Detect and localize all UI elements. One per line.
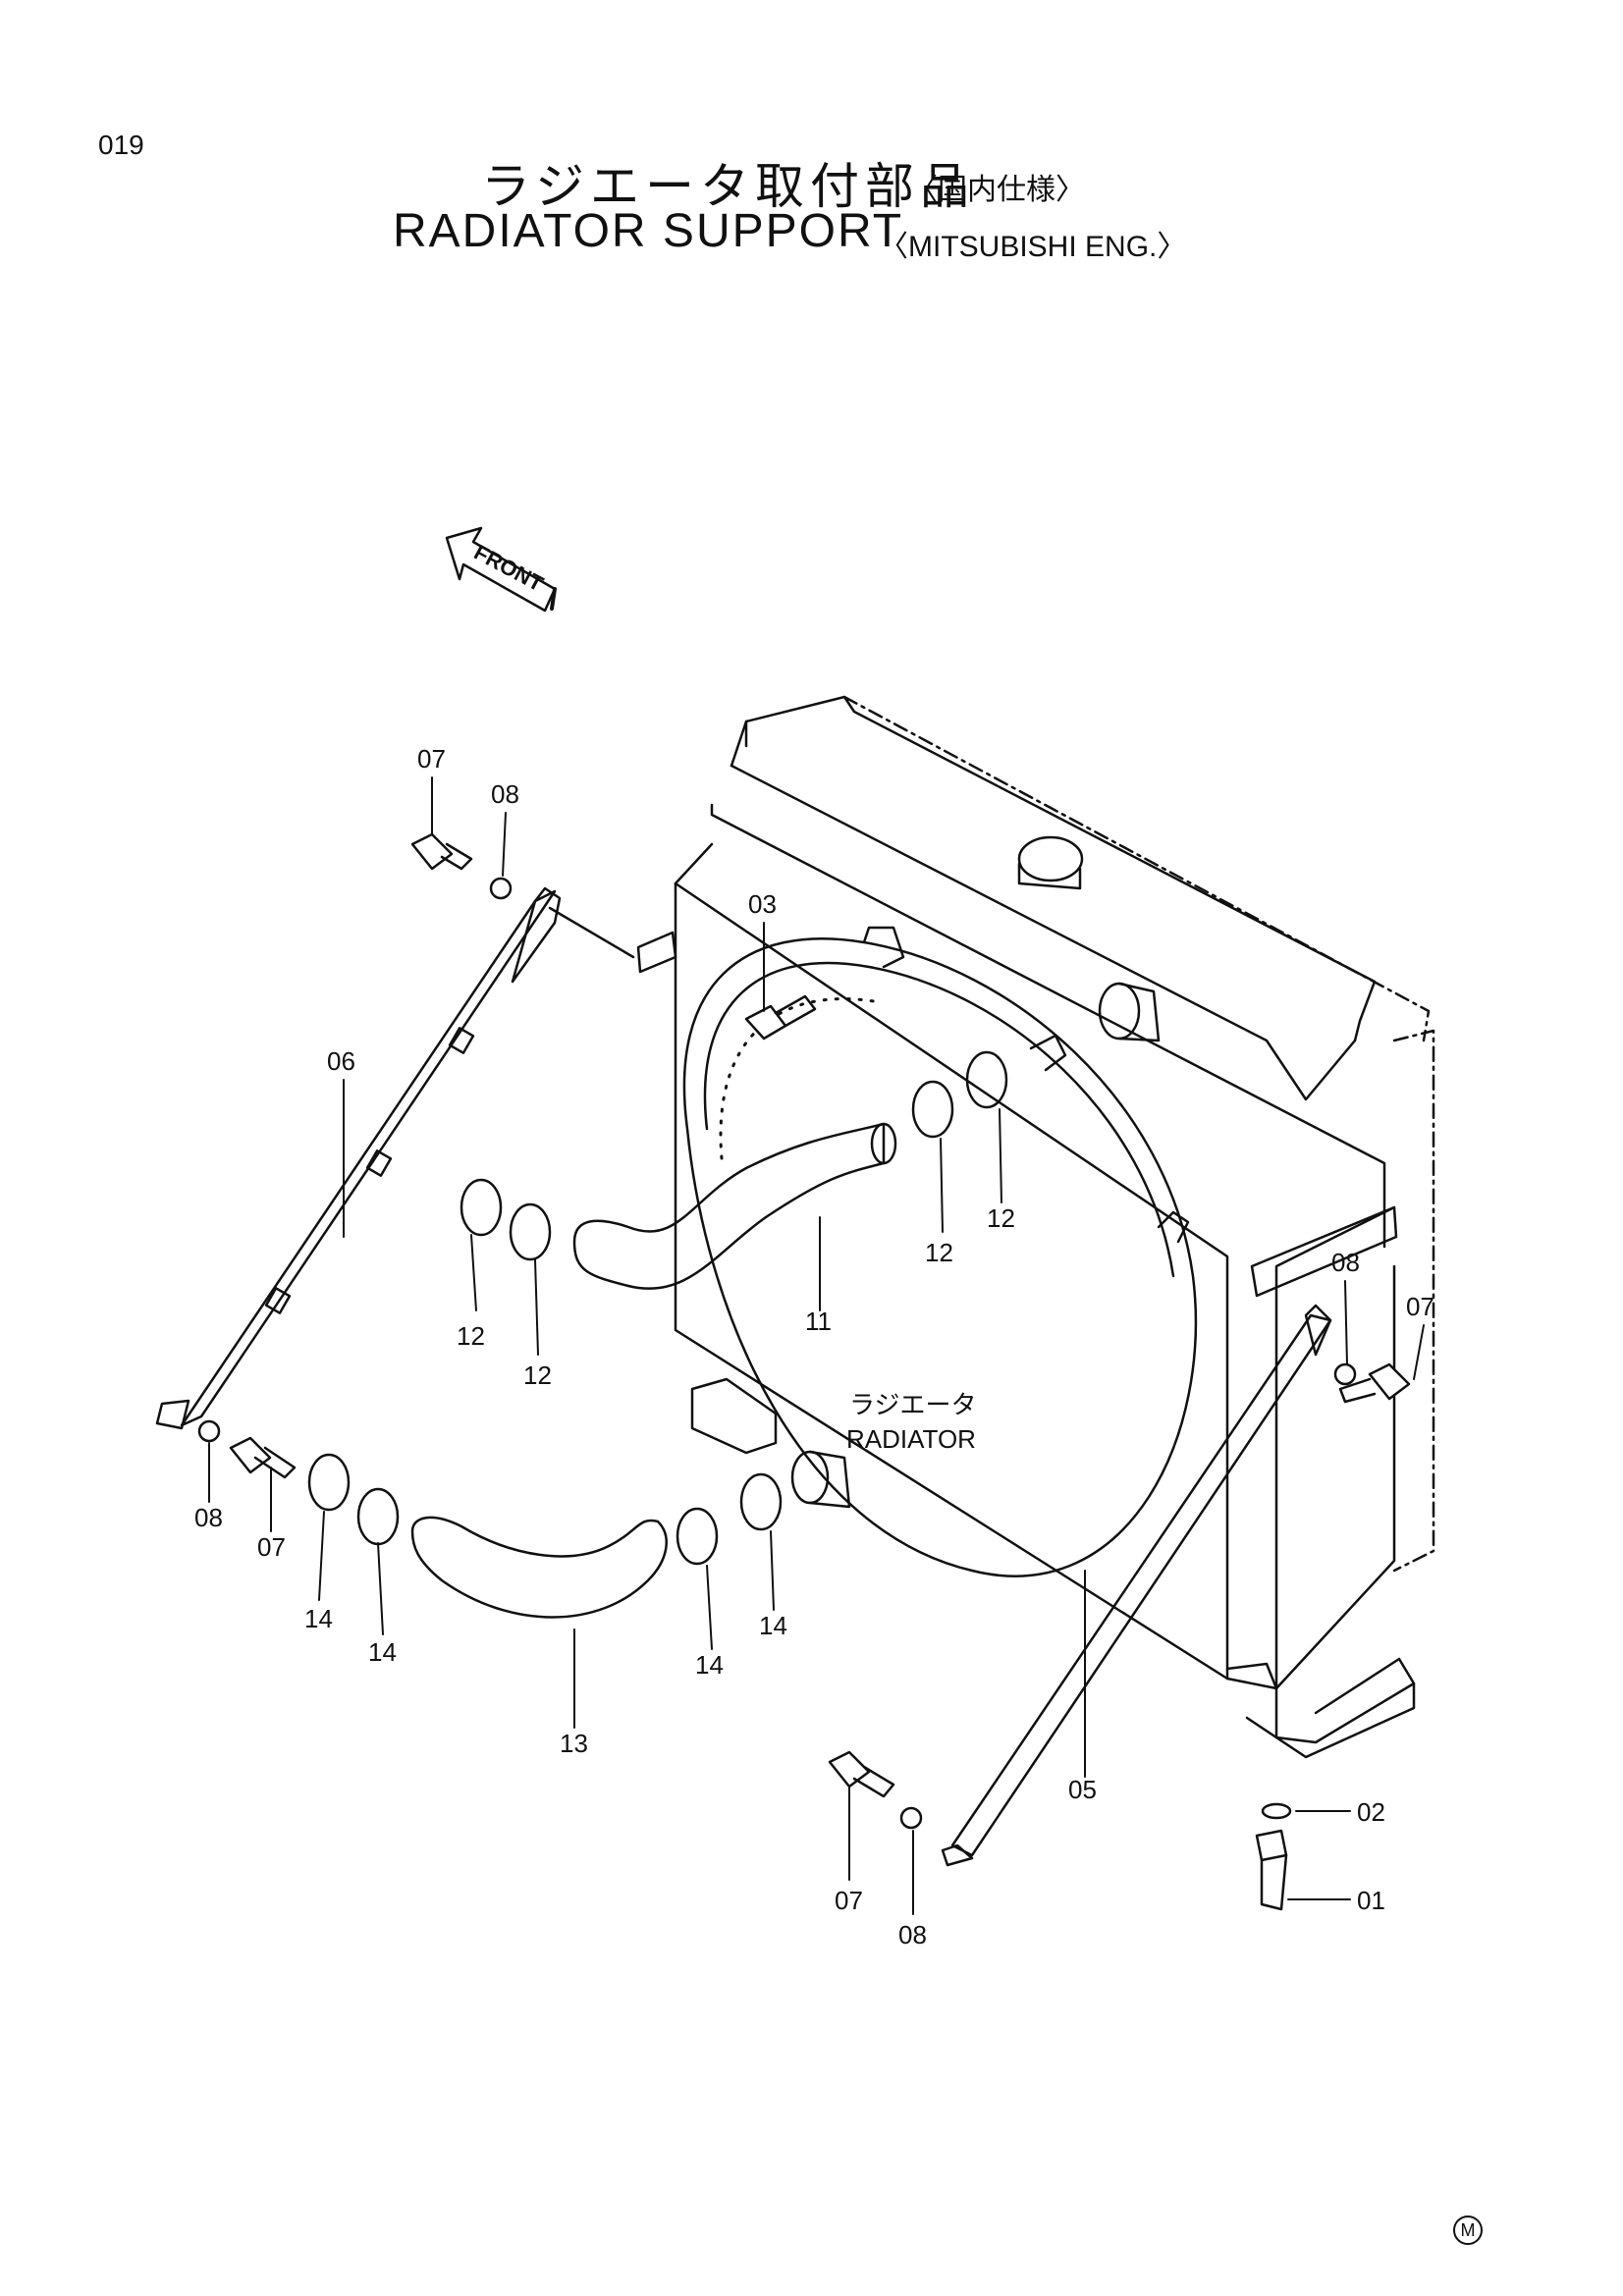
stay-05 [941,1304,1332,1867]
page-title-japanese: ラジエータ取付部品 [481,158,975,215]
washer-icon [197,877,1357,1830]
callout-03: 03 [748,889,777,919]
callout-07-left: 07 [257,1532,286,1562]
manufacturer-mark: M [1453,2216,1483,2245]
callout-12-b: 12 [523,1361,552,1390]
callout-07-top: 07 [417,744,446,774]
callout-01: 01 [1357,1886,1385,1915]
callout-08-bottom: 08 [898,1920,927,1949]
callout-12-d: 12 [987,1203,1015,1233]
leader-lines [208,776,1425,1915]
callout-14-d: 14 [759,1611,787,1640]
radiator-label-japanese: ラジエータ [849,1390,976,1419]
callout-08-top: 08 [491,779,519,809]
hose-clamp-icon [307,1050,1008,1566]
callout-14-c: 14 [695,1650,724,1680]
title-spec-english: 〈MITSUBISHI ENG.〉 [879,231,1187,263]
callout-08-left: 08 [194,1503,223,1532]
callout-12-c: 12 [925,1238,953,1267]
radiator-label-english: RADIATOR [846,1424,976,1454]
page-number: 019 [98,130,144,160]
callout-11: 11 [805,1307,832,1336]
callout-06: 06 [327,1046,355,1076]
page-title-english: RADIATOR SUPPORT [393,205,904,257]
radiator-body [636,695,1435,1759]
callout-12-a: 12 [457,1321,485,1351]
stay-06 [155,886,635,1430]
callout-14-b: 14 [368,1637,397,1667]
callout-07-bottom: 07 [835,1886,863,1915]
upper-hose-11 [572,1122,897,1290]
callout-02: 02 [1357,1797,1385,1827]
lower-hose-13 [410,1516,668,1619]
callout-13: 13 [560,1729,588,1758]
front-arrow-icon: FRONT [445,526,557,613]
callout-14-a: 14 [304,1604,333,1633]
callout-07-right: 07 [1406,1292,1434,1321]
bolt-icon [229,832,1411,1911]
callout-08-right: 08 [1331,1248,1360,1277]
title-spec-japanese: 〈国内仕様〉 [908,173,1085,207]
callout-05: 05 [1068,1775,1097,1804]
